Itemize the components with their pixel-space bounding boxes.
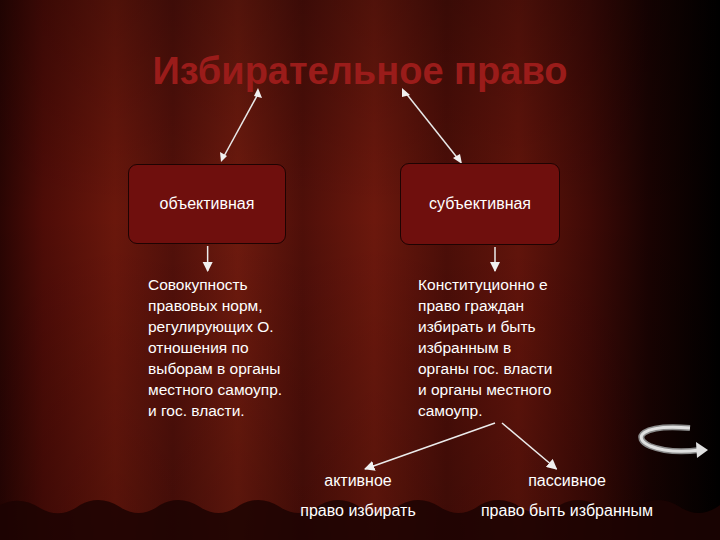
node-text: Конституционно е право граждан избирать … xyxy=(418,274,558,421)
definition-text: Совокупность правовых норм, регулирующих… xyxy=(148,274,290,421)
connector-arrow xyxy=(502,423,557,469)
connector-arrow xyxy=(494,247,496,271)
node-text: объективная xyxy=(160,195,255,213)
node-text: Совокупность правовых норм, регулирующих… xyxy=(148,274,290,421)
right-kind: активное право избирать xyxy=(288,472,428,520)
process-box: объективная xyxy=(128,164,286,244)
connector-arrow xyxy=(365,423,495,469)
slide-title: Избирательное право xyxy=(60,50,660,93)
node-text: субъективная xyxy=(429,195,531,213)
definition-text: Конституционно е право граждан избирать … xyxy=(418,274,558,421)
connector-arrow xyxy=(207,246,209,271)
node-subtext: право быть избранным xyxy=(462,502,672,520)
node-subtext: право избирать xyxy=(288,502,428,520)
node-text: пассивное xyxy=(462,472,672,490)
right-kind: пассивное право быть избранным xyxy=(462,472,672,520)
process-box: субъективная xyxy=(400,163,560,245)
node-text: активное xyxy=(288,472,428,490)
curved-arrow xyxy=(641,427,708,458)
